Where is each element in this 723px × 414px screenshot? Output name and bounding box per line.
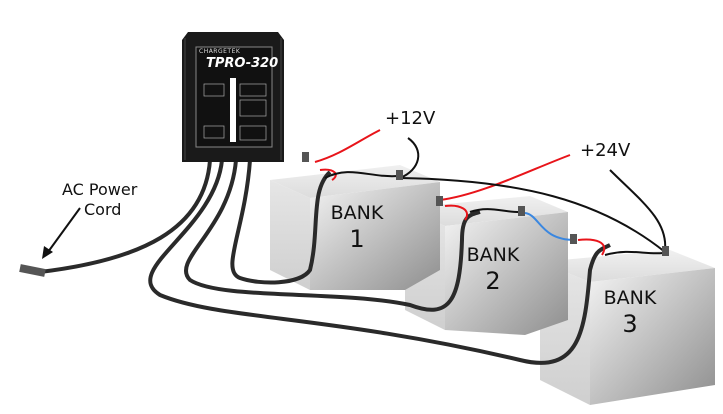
charger-model: TPRO-320	[206, 56, 279, 71]
bank-number: 1	[349, 225, 365, 253]
ac-plug	[19, 264, 46, 277]
ac-power-label: AC Power	[62, 180, 138, 199]
charger-unit	[182, 32, 284, 162]
bank-label: BANK	[603, 287, 657, 309]
battery-bank-1	[270, 165, 440, 290]
jumper-wire	[524, 212, 576, 241]
charger-brand: CHARGETEK	[199, 48, 241, 55]
ac-cord-label: Cord	[84, 200, 122, 219]
negative-lead-12v	[399, 137, 420, 179]
bank-2-label: BANK 2	[458, 242, 528, 294]
plus-24v-label: +24V	[580, 140, 631, 161]
positive-wire-24v	[439, 154, 571, 201]
bank-label: BANK	[466, 244, 520, 266]
bank-3-label: BANK 3	[595, 285, 665, 337]
negative-lead-24v	[609, 169, 667, 251]
charger-cables	[39, 159, 611, 365]
positive-wire-12v	[314, 129, 381, 163]
arrow-icon	[42, 207, 81, 259]
plus-12v-label: +12V	[385, 108, 436, 129]
bank-label: BANK	[330, 202, 384, 224]
battery-bank-3	[540, 250, 715, 405]
bank-1-label: BANK 1	[322, 200, 392, 252]
bank-number: 3	[622, 310, 638, 338]
bank-number: 2	[485, 267, 501, 295]
